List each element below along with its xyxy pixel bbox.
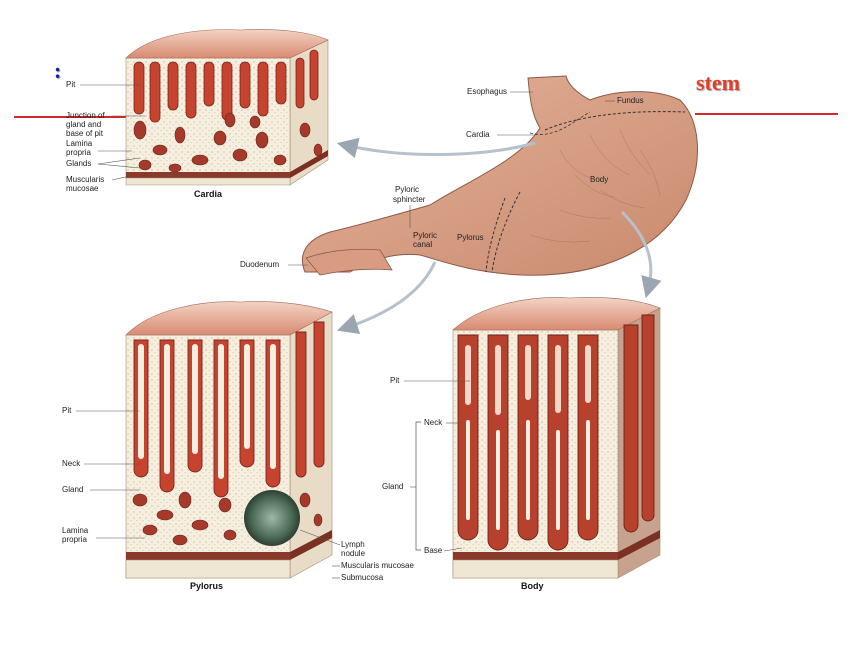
slide-title-fragment-left: : [54, 58, 62, 83]
body-label-pit: Pit [390, 376, 400, 385]
pylorus-label-lamina-1: Lamina [62, 526, 89, 535]
cardia-label-lamina-1: Lamina [66, 139, 93, 148]
pylorus-label-gland: Gland [62, 485, 83, 494]
label-body: Body [590, 175, 608, 184]
label-pyloric-canal-1: Pyloric [413, 231, 437, 240]
cardia-label-junction-2: gland and [66, 120, 101, 129]
label-esophagus: Esophagus [467, 87, 507, 96]
label-pyloric-canal-2: canal [413, 240, 432, 249]
pylorus-label-lymph-1: Lymph [341, 540, 365, 549]
stomach-labels: Esophagus Fundus Cardia Body Pyloric sph… [240, 87, 644, 269]
title-underline-left [14, 116, 126, 118]
pylorus-label-submucosa: Submucosa [341, 573, 384, 582]
cardia-label-muscularis-2: mucosae [66, 184, 99, 193]
pylorus-label-lamina-2: propria [62, 535, 87, 544]
pylorus-caption: Pylorus [190, 581, 223, 591]
pylorus-label-muscularis: Muscularis mucosae [341, 561, 414, 570]
pylorus-labels: Pit Neck Gland Lamina propria Lymph nodu… [62, 406, 414, 591]
cardia-label-junction-3: base of pit [66, 129, 104, 138]
cardia-label-muscularis-1: Muscularis [66, 175, 104, 184]
label-fundus: Fundus [617, 96, 644, 105]
cardia-caption: Cardia [194, 189, 223, 199]
pylorus-label-neck: Neck [62, 459, 81, 468]
connector-arrows [336, 137, 662, 335]
label-duodenum: Duodenum [240, 260, 279, 269]
cardia-labels: Pit Junction of gland and base of pit La… [66, 80, 223, 199]
cardia-label-pit: Pit [66, 80, 76, 89]
title-underline-right [695, 113, 838, 115]
body-labels: Pit Neck Gland Base Body [382, 376, 544, 591]
body-caption: Body [521, 581, 544, 591]
label-pyloric-sphincter-2: sphincter [393, 195, 426, 204]
label-cardia: Cardia [466, 130, 490, 139]
cardia-label-glands: Glands [66, 159, 91, 168]
pylorus-block [125, 301, 333, 579]
lymph-nodule-shape [244, 490, 300, 546]
cardia-block [125, 29, 329, 186]
slide-title-fragment-right: stem [696, 70, 740, 95]
body-block [452, 297, 661, 579]
pylorus-label-lymph-2: nodule [341, 549, 366, 558]
cardia-label-lamina-2: propria [66, 148, 91, 157]
pylorus-label-pit: Pit [62, 406, 72, 415]
body-label-base: Base [424, 546, 443, 555]
body-label-gland: Gland [382, 482, 403, 491]
body-label-neck: Neck [424, 418, 443, 427]
label-pyloric-sphincter-1: Pyloric [395, 185, 419, 194]
cardia-label-junction-1: Junction of [66, 111, 105, 120]
stomach-illustration [301, 75, 698, 276]
label-pylorus: Pylorus [457, 233, 484, 242]
